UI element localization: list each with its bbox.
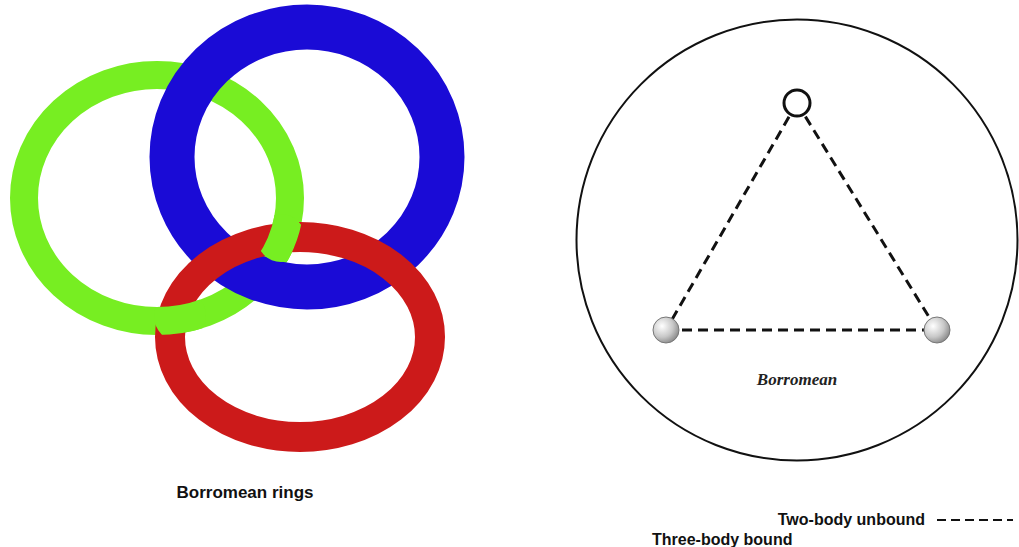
node-label: Borromean — [575, 370, 1019, 390]
green-ring-over — [24, 75, 290, 321]
dashed-bond — [666, 329, 937, 332]
dashed-bond — [797, 103, 937, 330]
particle — [784, 90, 810, 116]
particle — [653, 317, 679, 343]
red-ring — [170, 237, 430, 437]
legend-text: Two-body unbound — [778, 511, 925, 529]
legend-spacer — [802, 534, 882, 546]
dashed-bond — [666, 103, 797, 330]
legend-row: Two-body unbound — [560, 510, 1015, 530]
legend-text: Three-body bound — [652, 531, 792, 547]
system-circle: Borromean — [575, 18, 1019, 462]
legend-row: Three-body bound — [560, 530, 1015, 547]
borromean-rings — [24, 27, 442, 437]
dashed-line-sample — [935, 514, 1015, 526]
three-body-triangle — [653, 90, 950, 343]
particle — [924, 317, 950, 343]
circle-outline — [575, 18, 1019, 462]
figure-caption: Borromean rings — [177, 483, 314, 503]
legend: Two-body unboundThree-body bound — [560, 510, 1015, 547]
